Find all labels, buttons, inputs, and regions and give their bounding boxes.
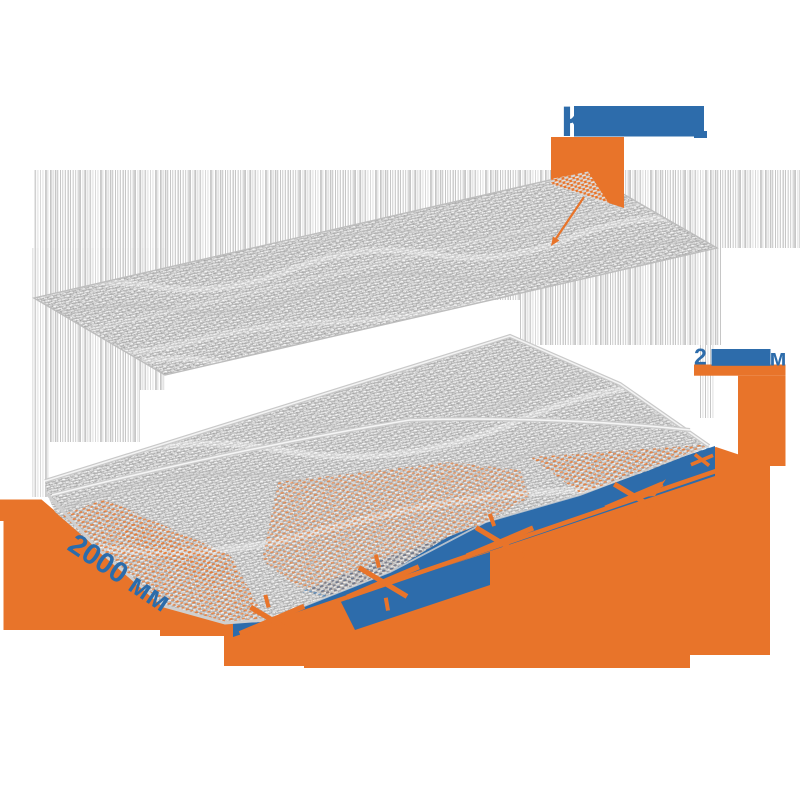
svg-text:2: 2	[694, 344, 707, 370]
svg-text:м: м	[770, 345, 787, 371]
